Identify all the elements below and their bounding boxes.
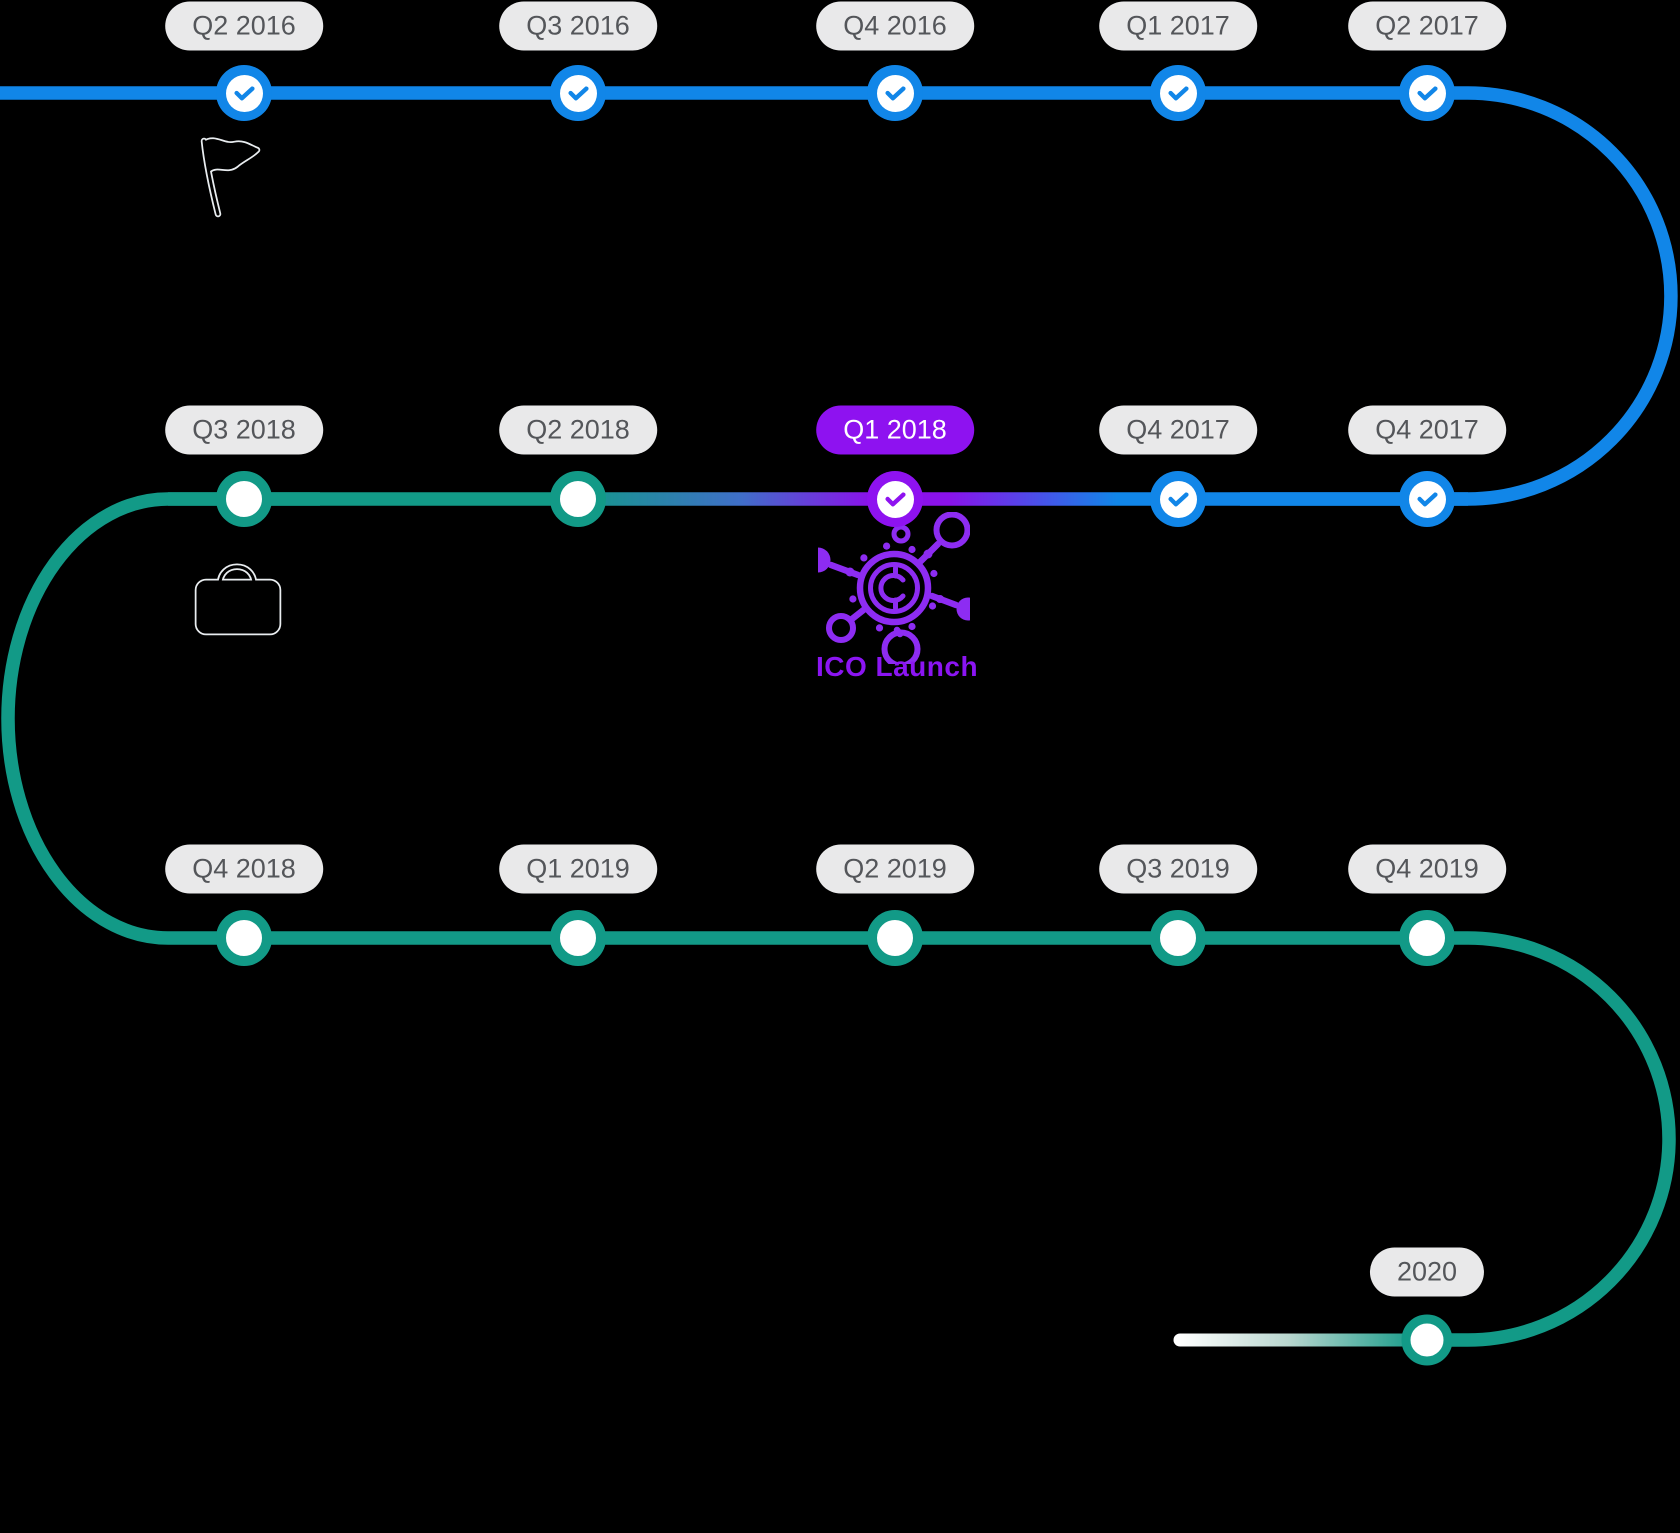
timeline-label-2020: 2020 — [1369, 1247, 1485, 1297]
timeline-label-q2-2016: Q2 2016 — [165, 1, 323, 51]
timeline-label-q2-2018: Q2 2018 — [499, 405, 657, 455]
milestone-node-q1-2018 — [867, 471, 923, 527]
timeline-label-q3-2018: Q3 2018 — [165, 405, 323, 455]
timeline-label-q3-2019: Q3 2019 — [1099, 844, 1257, 894]
milestone-node-q4-2017-a — [1150, 471, 1206, 527]
timeline-label-q4-2016: Q4 2016 — [816, 1, 974, 51]
milestone-node-q3-2019 — [1150, 910, 1206, 966]
check-icon — [876, 480, 914, 518]
check-icon — [1159, 480, 1197, 518]
check-icon — [1408, 74, 1446, 112]
ico-network-icon — [805, 511, 980, 669]
milestone-node-q2-2018 — [550, 471, 606, 527]
milestone-node-q4-2017-b — [1399, 471, 1455, 527]
timeline-label-q2-2019: Q2 2019 — [816, 844, 974, 894]
milestone-node-q2-2019 — [867, 910, 923, 966]
timeline-label-q4-2019: Q4 2019 — [1348, 844, 1506, 894]
milestone-node-q3-2016 — [550, 65, 606, 121]
check-icon — [1408, 480, 1446, 518]
milestone-node-q1-2019 — [550, 910, 606, 966]
milestone-node-q1-2017 — [1150, 65, 1206, 121]
milestone-node-q4-2018 — [216, 910, 272, 966]
check-icon — [559, 74, 597, 112]
timeline-label-q4-2017-a: Q4 2017 — [1099, 405, 1257, 455]
timeline-label-q4-2017-b: Q4 2017 — [1348, 405, 1506, 455]
check-icon — [1159, 74, 1197, 112]
ico-launch-caption: ICO Launch — [815, 651, 979, 682]
milestone-node-q2-2016 — [216, 65, 272, 121]
check-icon — [876, 74, 914, 112]
timeline-label-q3-2016: Q3 2016 — [499, 1, 657, 51]
check-icon — [225, 74, 263, 112]
secure-vault-icon — [190, 548, 290, 648]
milestone-node-q3-2018 — [216, 471, 272, 527]
timeline-label-q1-2018: Q1 2018 — [816, 405, 974, 455]
milestone-node-q4-2016 — [867, 65, 923, 121]
timeline-label-q1-2019: Q1 2019 — [499, 844, 657, 894]
timeline-label-q1-2017: Q1 2017 — [1099, 1, 1257, 51]
timeline-label-q2-2017: Q2 2017 — [1348, 1, 1506, 51]
timeline-label-q4-2018: Q4 2018 — [165, 844, 323, 894]
flag-icon — [190, 136, 262, 218]
milestone-node-2020 — [1401, 1314, 1453, 1366]
milestone-node-q4-2019 — [1399, 910, 1455, 966]
milestone-node-q2-2017 — [1399, 65, 1455, 121]
